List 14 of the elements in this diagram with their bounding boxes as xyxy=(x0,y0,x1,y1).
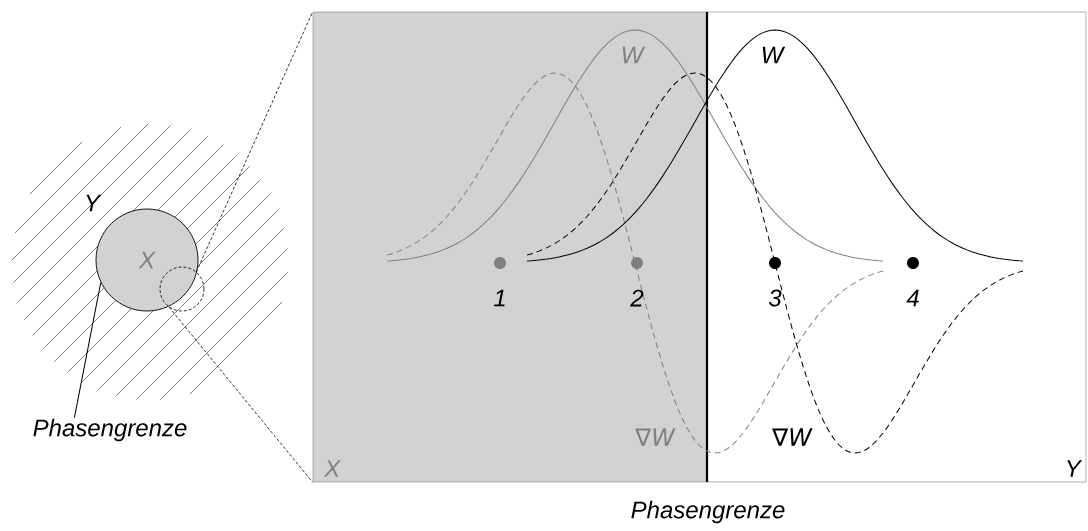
point-number: 1 xyxy=(493,289,505,307)
label-text: Phasengrenze xyxy=(33,418,187,442)
curve-label: ∇W xyxy=(635,428,676,446)
curve-label: W xyxy=(762,46,786,64)
zoom-line xyxy=(168,306,314,483)
curve-label: ∇W xyxy=(772,428,813,446)
leader-line xyxy=(73,282,102,419)
point-number: 4 xyxy=(906,289,919,307)
point-number: 2 xyxy=(630,289,644,307)
magnifier-circle xyxy=(159,266,205,312)
curve-label: W xyxy=(622,46,646,64)
boundary-label: Phasengrenze xyxy=(631,500,785,524)
point-number: 3 xyxy=(768,289,782,307)
zoom-line xyxy=(196,11,314,273)
